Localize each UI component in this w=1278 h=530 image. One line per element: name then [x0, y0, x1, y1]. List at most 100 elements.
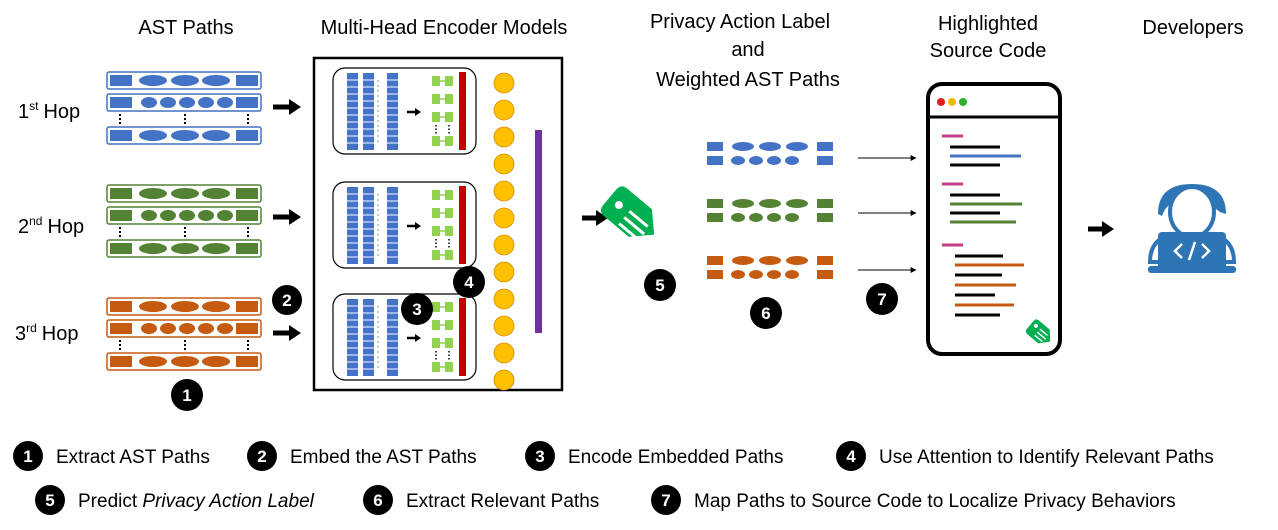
marker-attention: 4: [453, 266, 485, 298]
ast-node: [202, 188, 230, 199]
weighted-node: [759, 142, 781, 151]
marker-circle: [644, 269, 676, 301]
attention-weight: [493, 315, 515, 337]
legend-item: 4 Use Attention to Identify Relevant Path…: [836, 441, 1214, 471]
hidden-cell: [432, 136, 440, 146]
attention-weight: [493, 369, 515, 391]
weighted-node: [767, 156, 781, 165]
hidden-cell: [445, 362, 453, 372]
weighted-node: [749, 270, 763, 279]
hidden-cell: [432, 250, 440, 260]
marker-number: 5: [45, 491, 54, 510]
ast-node: [198, 97, 214, 108]
hidden-cell: [432, 190, 440, 200]
hidden-cell: [432, 320, 440, 330]
ast-node: [217, 210, 233, 221]
legend-text-main: Encode Embedded Paths: [568, 447, 784, 468]
legend-text: Use Attention to Identify Relevant Paths: [879, 447, 1214, 468]
hidden-cell: [432, 94, 440, 104]
ast-node: [198, 323, 214, 334]
legend-item: 3 Encode Embedded Paths: [525, 441, 784, 471]
weighted-node: [785, 270, 799, 279]
weighted-node: [785, 213, 799, 222]
ast-node: [139, 243, 167, 254]
ast-node-end: [236, 97, 258, 108]
marker-number: 5: [655, 276, 664, 295]
marker-map: 7: [866, 283, 898, 315]
legend-text-main: Use Attention to Identify Relevant Paths: [879, 447, 1214, 468]
ast-node: [179, 210, 195, 221]
weighted-node-end: [817, 199, 833, 208]
marker-number: 4: [846, 447, 856, 466]
highlighted-code-lines: [942, 134, 1024, 317]
ast-node-end: [236, 210, 258, 221]
ast-node-end: [110, 97, 132, 108]
marker-circle: [836, 441, 866, 471]
weighted-node-end: [707, 142, 723, 151]
attention-weight: [493, 288, 515, 310]
ast-node: [202, 130, 230, 141]
ast-node-end: [110, 356, 132, 367]
weighted-path-pair: [707, 199, 833, 222]
ast-node: [179, 97, 195, 108]
marker-number: 3: [535, 447, 544, 466]
ast-node: [202, 356, 230, 367]
header-privacy-label: Privacy Action Label: [650, 11, 830, 33]
ast-node-end: [236, 188, 258, 199]
marker-embed: 2: [272, 285, 302, 315]
legend-text-main: Predict: [78, 491, 142, 512]
ast-node: [160, 323, 176, 334]
ast-node: [139, 188, 167, 199]
marker-number: 2: [282, 291, 291, 310]
price-tag-hole: [614, 201, 623, 210]
marker-circle: [247, 441, 277, 471]
arrow-hop3-head: [289, 325, 301, 341]
marker-circle: [13, 441, 43, 471]
embedding-column: [387, 187, 398, 264]
window-dot-green: [959, 98, 967, 106]
hidden-cell: [445, 302, 453, 312]
ast-node: [202, 243, 230, 254]
weighted-node-end: [707, 156, 723, 165]
encoder-head: [332, 293, 477, 381]
encode-arrow-head: [415, 108, 421, 116]
weighted-node: [786, 256, 808, 265]
marker-circle: [750, 297, 782, 329]
hidden-cell: [445, 250, 453, 260]
hidden-cell: [445, 226, 453, 236]
price-tag-stripe: [628, 210, 649, 228]
weighted-node-end: [817, 156, 833, 165]
developer-laptop-icon: [1147, 184, 1237, 273]
attention-circles: [493, 72, 515, 391]
hidden-cell: [445, 76, 453, 86]
marker-number: 4: [464, 273, 474, 292]
embedding-column: [363, 187, 374, 264]
bracket-left: [1173, 243, 1183, 259]
arrow-hop1-head: [289, 99, 301, 115]
legend-text: Extract AST Paths: [56, 447, 210, 468]
weighted-path-pair: [707, 142, 833, 165]
ast-node: [171, 356, 199, 367]
hidden-cell: [432, 76, 440, 86]
arrow-hop2-head: [289, 209, 301, 225]
legend-marker: 2: [247, 441, 277, 471]
attention-weight: [493, 72, 515, 94]
hidden-cell: [432, 302, 440, 312]
weighted-node: [786, 199, 808, 208]
header-encoder-models: Multi-Head Encoder Models: [321, 17, 568, 39]
weighted-node: [767, 213, 781, 222]
marker-circle: [401, 293, 433, 325]
marker-number: 3: [412, 300, 421, 319]
weighted-node: [749, 213, 763, 222]
attention-weight: [493, 342, 515, 364]
ast-node: [139, 356, 167, 367]
small-tag-icon: [1025, 319, 1051, 344]
encoder-head: [332, 67, 477, 155]
encode-arrow-head: [415, 334, 421, 342]
header-highlighted: Highlighted: [938, 13, 1038, 35]
arrow-to-developers-head: [1102, 221, 1114, 237]
ast-node: [171, 130, 199, 141]
